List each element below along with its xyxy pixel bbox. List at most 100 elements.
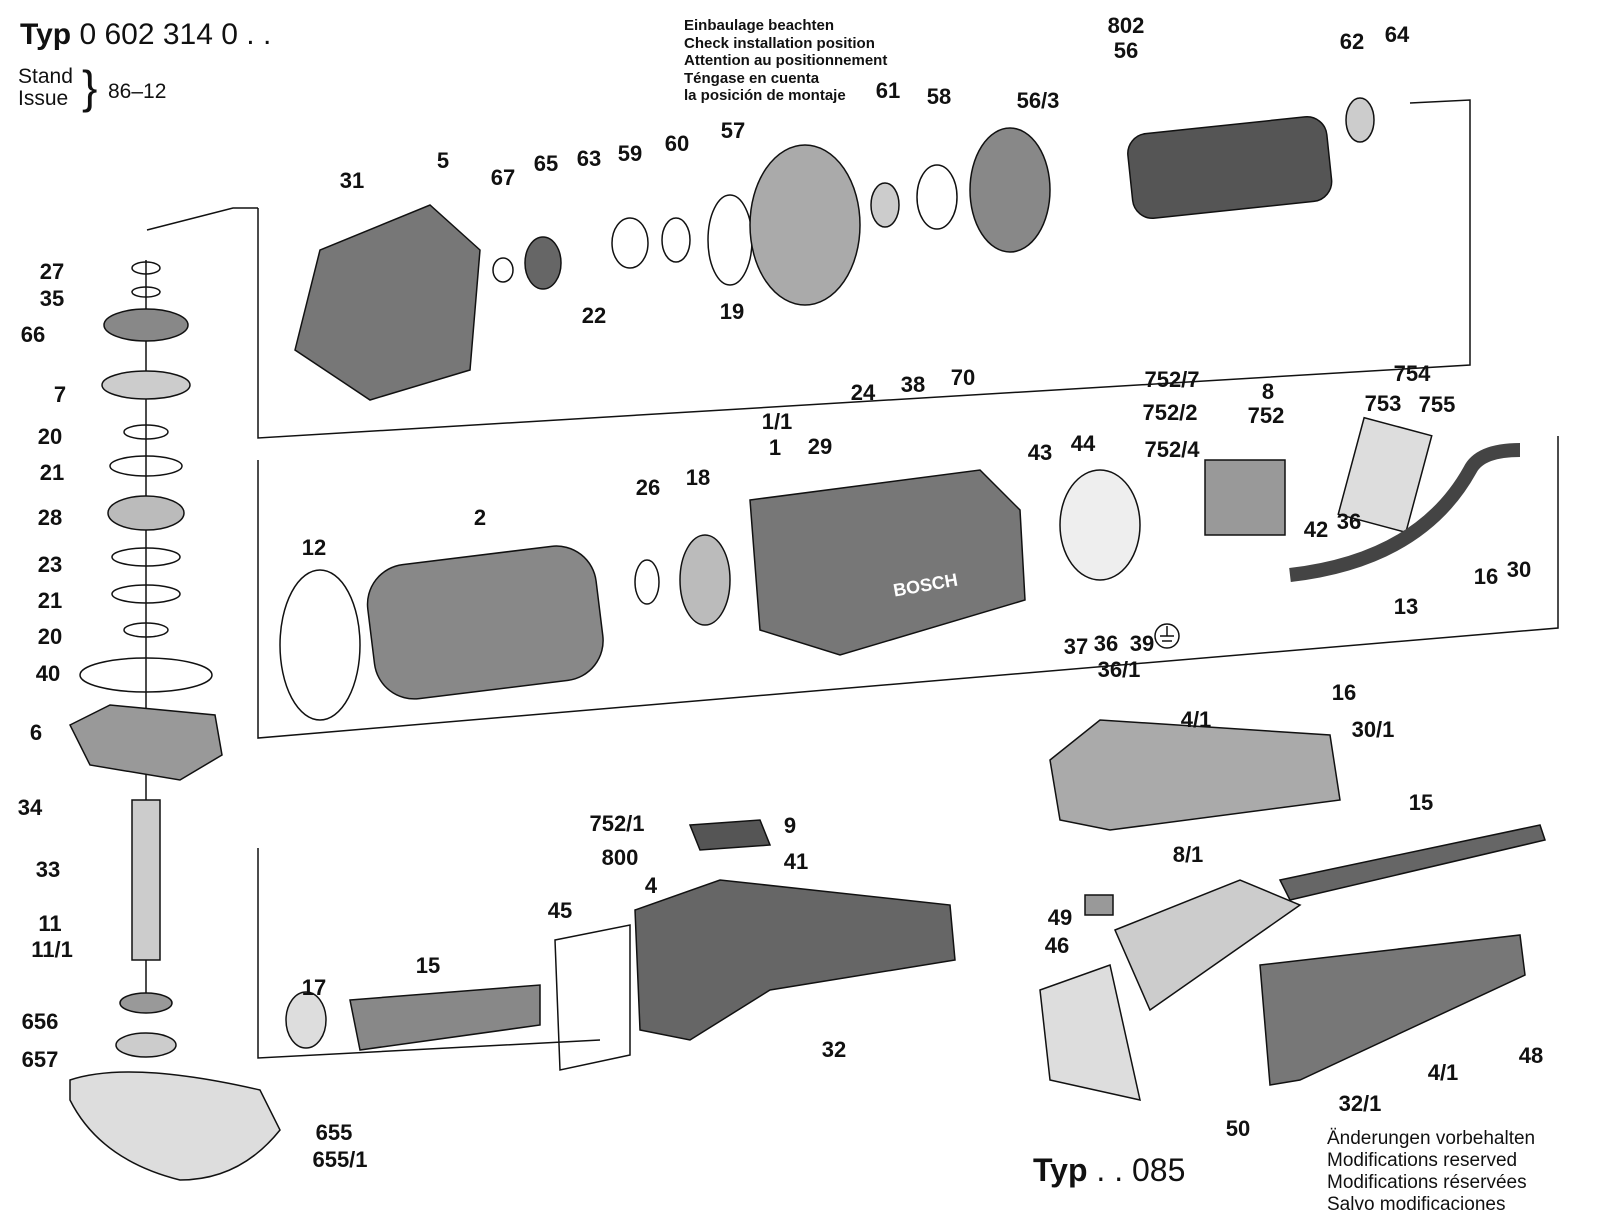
part-label: 753	[1364, 391, 1402, 416]
part-label: 41	[783, 849, 809, 874]
part-58-plate	[916, 164, 958, 230]
part-label: 32	[821, 1037, 847, 1062]
part-label: 4/1	[1180, 707, 1212, 732]
part-7-flange	[101, 370, 191, 400]
part-26-ring	[634, 559, 660, 605]
note-line: Einbaulage beachten	[684, 17, 835, 34]
part-label: 34	[17, 795, 43, 820]
part-label: 29	[807, 434, 833, 459]
part-label: 37	[1063, 634, 1089, 659]
part-46-cover	[1039, 964, 1141, 1101]
part-21b-ring	[111, 584, 181, 604]
part-4-1-lower-handle	[1259, 934, 1526, 1086]
part-label: 655	[315, 1120, 353, 1145]
part-label: 30/1	[1351, 717, 1395, 742]
part-1-motor-housing	[749, 469, 1026, 656]
part-label: 39	[1129, 631, 1155, 656]
part-label: 8/1	[1172, 842, 1204, 867]
part-label: 21	[37, 588, 63, 613]
part-label: 8	[1261, 379, 1275, 404]
note-line: la posición de montaje	[684, 87, 846, 104]
part-44-cap	[1059, 469, 1141, 581]
part-label: 1	[768, 435, 782, 460]
part-752-switch	[1204, 459, 1286, 536]
type-title: Typ 0 602 314 0 . .	[20, 18, 271, 52]
part-label: 66	[20, 322, 46, 347]
part-label: 43	[1027, 440, 1053, 465]
issue-value: 86–12	[108, 80, 167, 103]
part-13-cable	[1289, 443, 1521, 582]
part-20b-ring	[123, 622, 169, 638]
part-label: 33	[35, 857, 61, 882]
part-label: 1/1	[761, 409, 793, 434]
part-56-armature	[1127, 116, 1333, 220]
type-prefix: Typ	[20, 18, 72, 51]
part-label: 28	[37, 505, 63, 530]
part-label: 752	[1247, 403, 1285, 428]
part-4-1-upper-handle	[1049, 719, 1341, 831]
part-label: 36	[1093, 631, 1119, 656]
brace-symbol: }	[82, 61, 98, 113]
mod-line: Modifications réservées	[1327, 1172, 1527, 1193]
part-49-block	[1084, 894, 1114, 916]
note-line: Attention au positionnement	[684, 52, 888, 69]
left-column-frame	[146, 207, 258, 231]
part-label: 46	[1044, 933, 1070, 958]
part-label: 5	[436, 148, 450, 173]
part-label: 22	[581, 303, 607, 328]
variant-prefix: Typ	[1033, 1152, 1088, 1188]
part-label: 70	[950, 365, 976, 390]
part-61-bearing	[870, 182, 900, 228]
part-label: 656	[21, 1009, 59, 1034]
part-67-bearing	[492, 257, 514, 283]
issue-label: Issue	[18, 87, 69, 110]
part-5-gear-housing	[294, 204, 481, 401]
part-label: 655/1	[312, 1147, 368, 1172]
earth-ground-icon	[1154, 623, 1180, 649]
part-40-oring	[79, 657, 213, 693]
part-15-cable-right	[1278, 824, 1546, 901]
stand-issue-labels: Stand Issue	[18, 66, 73, 110]
part-label: 755	[1418, 392, 1456, 417]
part-label: 30	[1506, 557, 1532, 582]
part-label: 800	[601, 845, 639, 870]
part-label: 17	[301, 975, 327, 1000]
middle-panel-frame	[257, 436, 1559, 739]
part-label: 752/7	[1144, 367, 1200, 392]
part-2-field	[366, 545, 604, 700]
part-label: 62	[1339, 29, 1365, 54]
part-12-ring	[279, 569, 361, 721]
part-label: 20	[37, 624, 63, 649]
part-label: 42	[1303, 517, 1329, 542]
mod-line: Modifications reserved	[1327, 1150, 1518, 1171]
mod-line: Änderungen vorbehalten	[1327, 1128, 1536, 1149]
part-label: 754	[1393, 361, 1431, 386]
part-65-pinion	[524, 236, 562, 290]
part-6-bearing-flange	[68, 704, 223, 781]
part-label: 802	[1107, 13, 1145, 38]
part-59-plate	[611, 217, 649, 269]
part-21-ring	[109, 455, 183, 477]
part-19-oring	[707, 194, 753, 286]
variant-type: Typ . . 085	[1033, 1152, 1185, 1189]
part-label: 24	[850, 380, 876, 405]
part-62-bearing	[1345, 97, 1375, 143]
part-23-ring	[111, 547, 181, 567]
part-label: 38	[900, 372, 926, 397]
part-657-nut	[115, 1032, 177, 1058]
part-label: 26	[635, 475, 661, 500]
top-panel-frame	[257, 99, 1471, 439]
part-label: 49	[1047, 905, 1073, 930]
part-label: 56/3	[1016, 88, 1060, 113]
part-label: 59	[617, 141, 643, 166]
part-label: 57	[720, 118, 746, 143]
part-label: 20	[37, 424, 63, 449]
part-label: 15	[415, 953, 441, 978]
part-label: 63	[576, 146, 602, 171]
part-label: 32/1	[1338, 1091, 1382, 1116]
part-label: 27	[39, 259, 65, 284]
part-11-spindle	[131, 799, 161, 961]
part-label: 12	[301, 535, 327, 560]
part-56-3-fan	[969, 127, 1051, 253]
